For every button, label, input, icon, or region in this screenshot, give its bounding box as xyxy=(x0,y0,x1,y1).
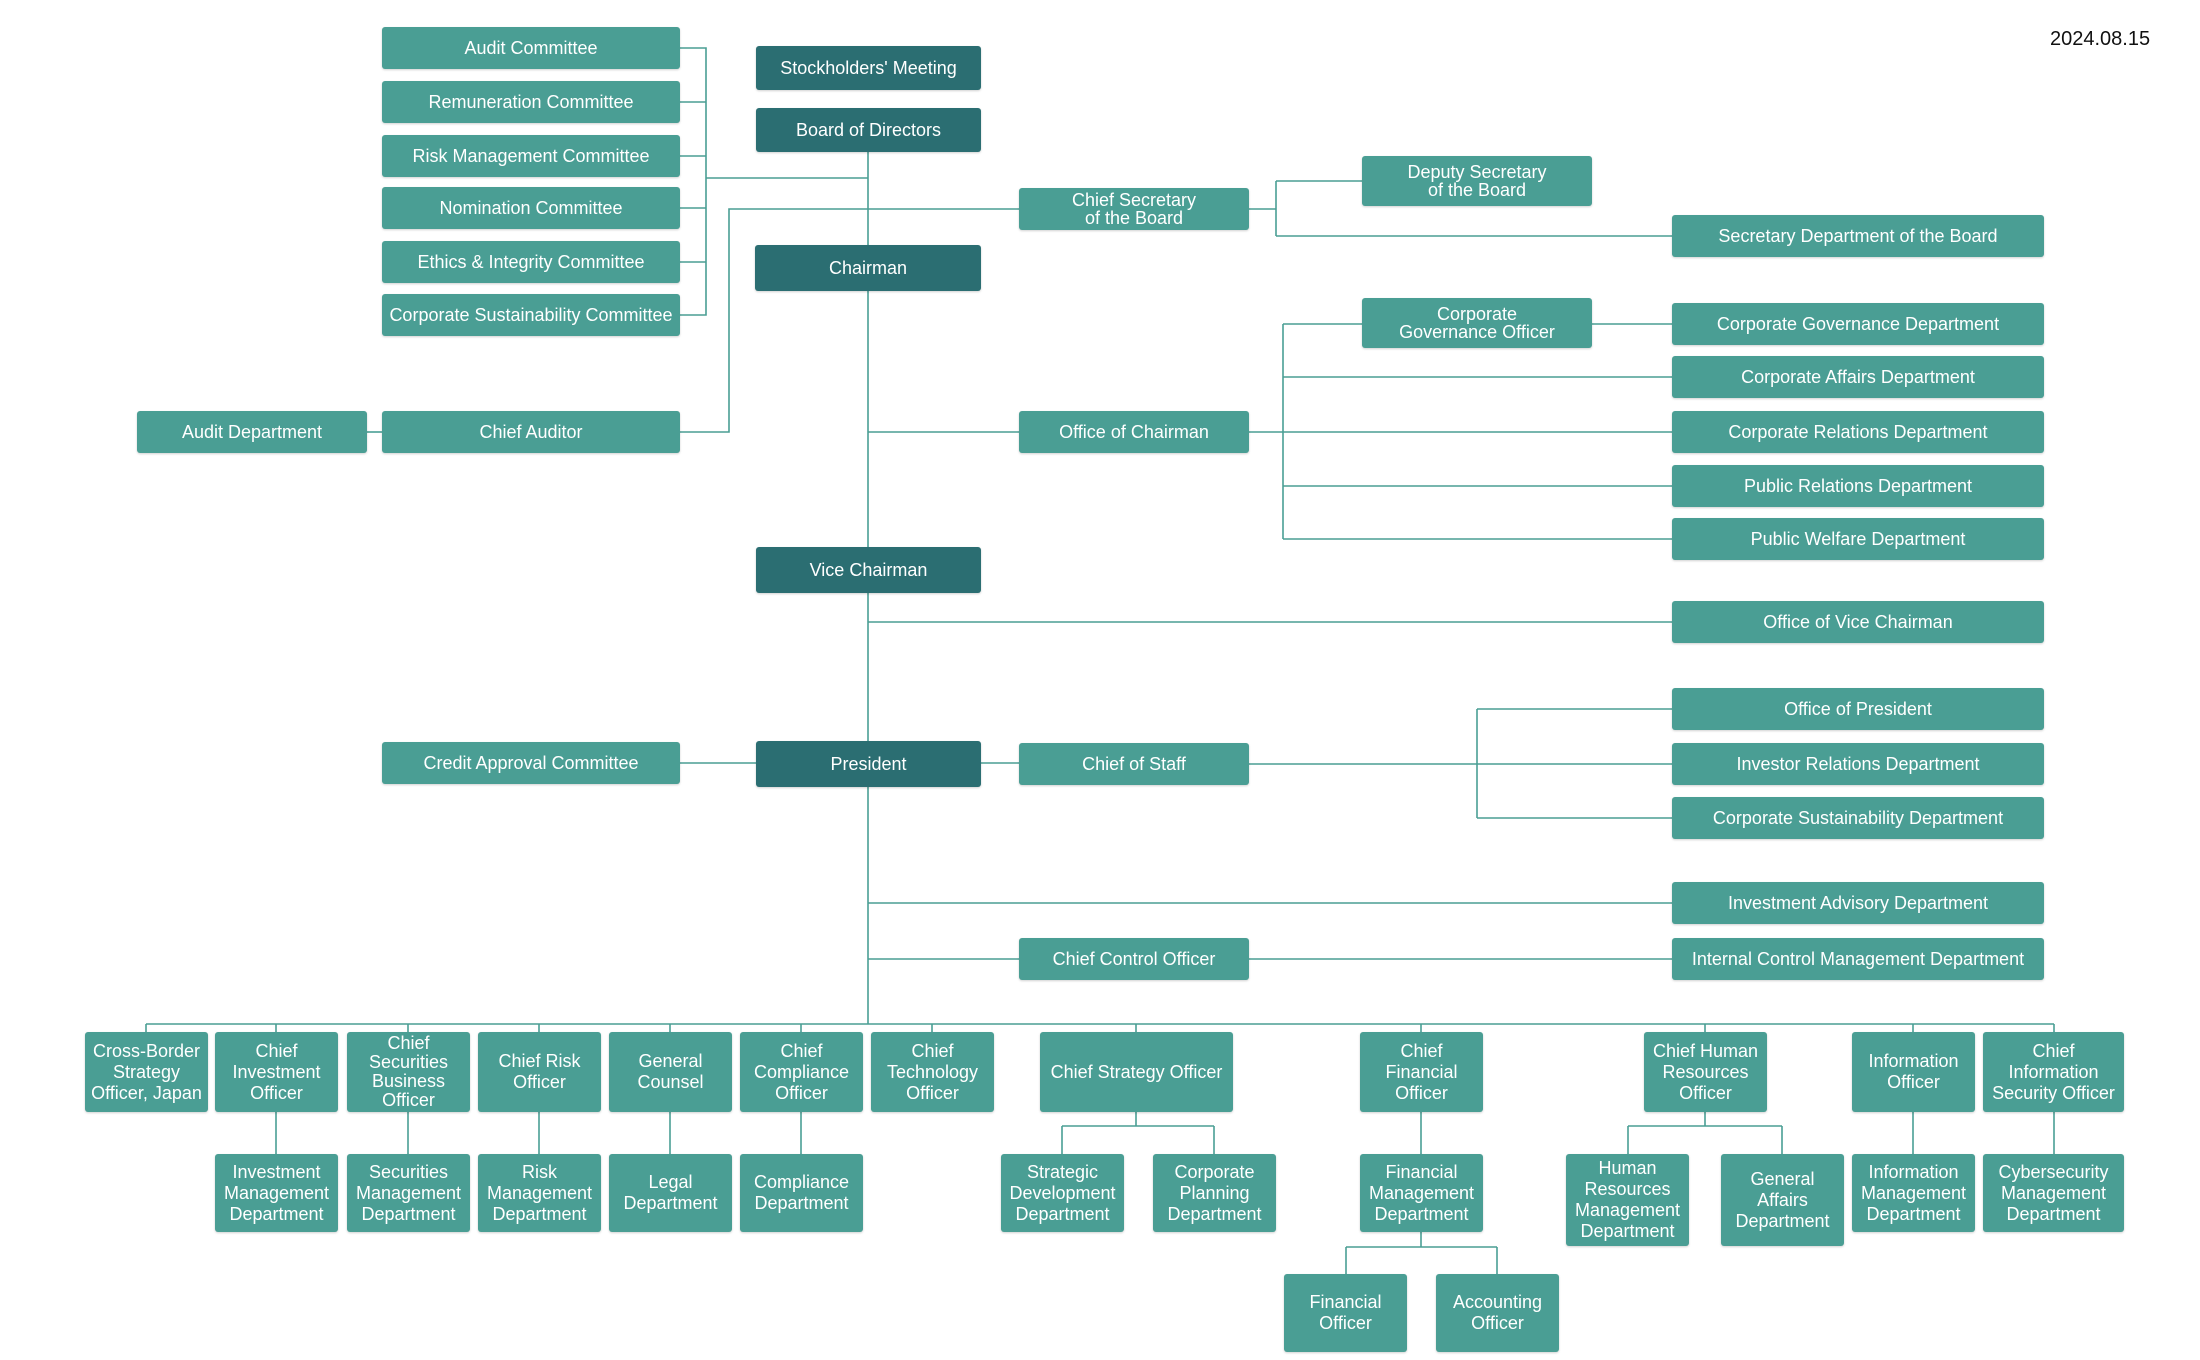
chart-date: 2024.08.15 xyxy=(2050,28,2151,50)
node-chief-securities-officer: Chief Securities Business Officer xyxy=(347,1032,470,1112)
node-financial-officer: Financial Officer xyxy=(1284,1274,1407,1352)
node-chief-of-staff: Chief of Staff xyxy=(1019,743,1249,785)
node-corporate-sustainability-department: Corporate Sustainability Department xyxy=(1672,797,2044,839)
node-legal-department: Legal Department xyxy=(609,1154,732,1232)
node-chief-secretary: Chief Secretary of the Board xyxy=(1019,188,1249,230)
node-chief-auditor: Chief Auditor xyxy=(382,411,680,453)
node-corporate-governance-officer: Corporate Governance Officer xyxy=(1362,298,1592,348)
node-investor-relations-department: Investor Relations Department xyxy=(1672,743,2044,785)
node-information-management-department: Information Management Department xyxy=(1852,1154,1975,1232)
node-audit-department: Audit Department xyxy=(137,411,367,453)
node-hr-management-department: Human Resources Management Department xyxy=(1566,1154,1689,1246)
node-chief-risk-officer: Chief Risk Officer xyxy=(478,1032,601,1112)
node-compliance-department: Compliance Department xyxy=(740,1154,863,1232)
node-chief-technology-officer: Chief Technology Officer xyxy=(871,1032,994,1112)
node-chief-control-officer: Chief Control Officer xyxy=(1019,938,1249,980)
node-chief-info-security-officer: Chief Information Security Officer xyxy=(1983,1032,2124,1112)
node-risk-management-department: Risk Management Department xyxy=(478,1154,601,1232)
node-secretary-department: Secretary Department of the Board xyxy=(1672,215,2044,257)
node-chief-strategy-officer: Chief Strategy Officer xyxy=(1040,1032,1233,1112)
node-chief-investment-officer: Chief Investment Officer xyxy=(215,1032,338,1112)
node-general-affairs-department: General Affairs Department xyxy=(1721,1154,1844,1246)
node-investment-management-department: Investment Management Department xyxy=(215,1154,338,1232)
node-corporate-relations-department: Corporate Relations Department xyxy=(1672,411,2044,453)
node-investment-advisory-department: Investment Advisory Department xyxy=(1672,882,2044,924)
node-risk-management-committee: Risk Management Committee xyxy=(382,135,680,177)
node-corporate-sustainability-committee: Corporate Sustainability Committee xyxy=(382,294,680,336)
node-credit-approval-committee: Credit Approval Committee xyxy=(382,742,680,784)
node-information-officer: Information Officer xyxy=(1852,1032,1975,1112)
node-cross-border-officer: Cross-Border Strategy Officer, Japan xyxy=(85,1032,208,1112)
node-corporate-affairs-department: Corporate Affairs Department xyxy=(1672,356,2044,398)
node-chief-compliance-officer: Chief Compliance Officer xyxy=(740,1032,863,1112)
node-strategic-development-department: Strategic Development Department xyxy=(1001,1154,1124,1232)
node-vice-chairman: Vice Chairman xyxy=(756,547,981,593)
node-public-welfare-department: Public Welfare Department xyxy=(1672,518,2044,560)
node-audit-committee: Audit Committee xyxy=(382,27,680,69)
node-financial-management-department: Financial Management Department xyxy=(1360,1154,1483,1232)
node-nomination-committee: Nomination Committee xyxy=(382,187,680,229)
node-chief-financial-officer: Chief Financial Officer xyxy=(1360,1032,1483,1112)
node-president: President xyxy=(756,741,981,787)
node-public-relations-department: Public Relations Department xyxy=(1672,465,2044,507)
node-accounting-officer: Accounting Officer xyxy=(1436,1274,1559,1352)
node-corporate-governance-department: Corporate Governance Department xyxy=(1672,303,2044,345)
node-cybersecurity-management-department: Cybersecurity Management Department xyxy=(1983,1154,2124,1232)
node-securities-management-department: Securities Management Department xyxy=(347,1154,470,1232)
node-office-of-president: Office of President xyxy=(1672,688,2044,730)
node-internal-control-department: Internal Control Management Department xyxy=(1672,938,2044,980)
node-chief-hr-officer: Chief Human Resources Officer xyxy=(1644,1032,1767,1112)
node-board-of-directors: Board of Directors xyxy=(756,108,981,152)
node-general-counsel: General Counsel xyxy=(609,1032,732,1112)
node-office-of-vice-chairman: Office of Vice Chairman xyxy=(1672,601,2044,643)
node-stockholders-meeting: Stockholders' Meeting xyxy=(756,46,981,90)
node-office-of-chairman: Office of Chairman xyxy=(1019,411,1249,453)
node-remuneration-committee: Remuneration Committee xyxy=(382,81,680,123)
node-chairman: Chairman xyxy=(755,245,981,291)
node-corporate-planning-department: Corporate Planning Department xyxy=(1153,1154,1276,1232)
node-ethics-integrity-committee: Ethics & Integrity Committee xyxy=(382,241,680,283)
node-deputy-secretary: Deputy Secretary of the Board xyxy=(1362,156,1592,206)
